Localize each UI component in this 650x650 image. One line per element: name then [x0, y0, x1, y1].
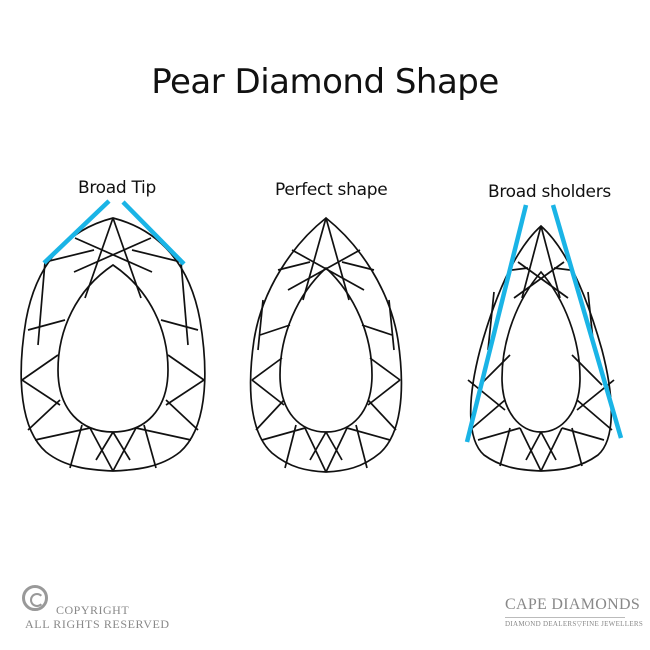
page-title: Pear Diamond Shape	[151, 62, 499, 102]
brand-name: CAPE DIAMONDS	[505, 596, 641, 613]
diagram-label-broad-tip: Broad Tip	[78, 178, 156, 198]
copyright-icon	[22, 585, 48, 611]
diagram-label-perfect-shape: Perfect shape	[275, 180, 388, 200]
pear-perfect-shape	[249, 216, 403, 473]
pear-broad-tip	[20, 217, 206, 472]
diamond-icon: ▽	[576, 620, 583, 628]
diagram-label-broad-shoulders: Broad sholders	[488, 182, 611, 202]
broad-tip-highlight-lines	[42, 199, 186, 266]
copyright-line1: COPYRIGHT	[56, 603, 130, 617]
broad-shoulders-highlight-lines	[464, 204, 624, 443]
copyright-line2: ALL RIGHTS RESERVED	[25, 617, 170, 631]
brand-tagline-left: DIAMOND DEALERS	[505, 620, 577, 628]
brand-logo: CAPE DIAMONDS DIAMOND DEALERS ▽ FINE JEW…	[505, 596, 643, 628]
brand-tagline-right: FINE JEWELLERS	[582, 620, 644, 628]
